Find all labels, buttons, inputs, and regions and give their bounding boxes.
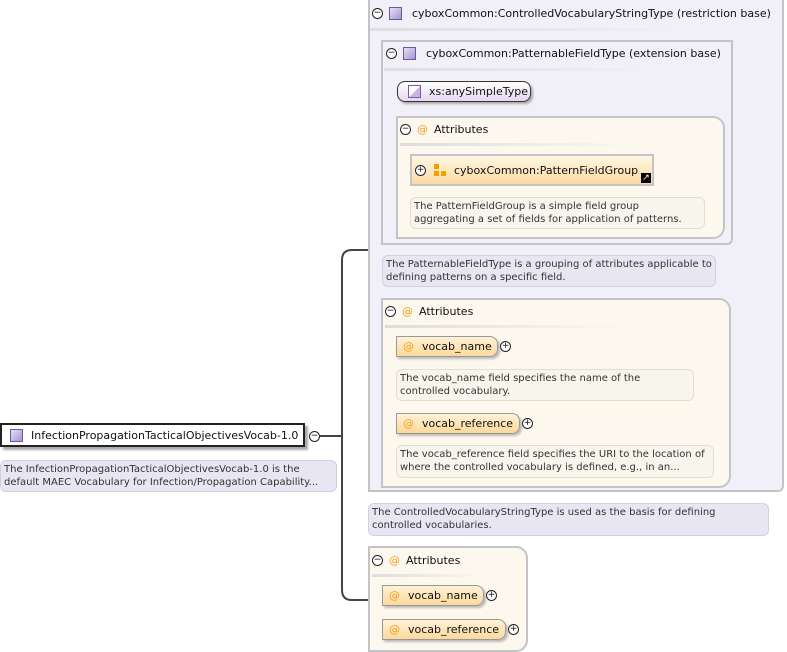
expand-icon[interactable]: + (522, 418, 533, 429)
expand-icon[interactable]: + (486, 590, 497, 601)
attributes-label: Attributes (406, 554, 461, 567)
attributes-header: − @ Attributes (400, 123, 488, 136)
attribute-doc: The vocab_name field specifies the name … (396, 369, 694, 401)
attribute-group-icon (434, 164, 446, 176)
attribute-group-name: cyboxCommon:PatternFieldGroup (454, 163, 639, 177)
root-element-name: InfectionPropagationTacticalObjectivesVo… (31, 428, 299, 442)
attribute-icon: @ (389, 554, 400, 567)
root-doc: The InfectionPropagationTacticalObjectiv… (0, 460, 337, 492)
attributes-label: Attributes (434, 123, 489, 136)
divider (385, 325, 625, 328)
attribute-vocab-name[interactable]: @ vocab_name (396, 336, 498, 357)
complex-type-icon (403, 47, 416, 60)
attribute-icon: @ (403, 340, 414, 353)
attribute-group-node[interactable]: + cyboxCommon:PatternFieldGroup ↗ (410, 154, 654, 186)
attribute-name: vocab_name (422, 340, 492, 353)
collapse-icon[interactable]: − (386, 48, 397, 59)
extension-header: − cyboxCommon:PatternableFieldType (exte… (386, 47, 721, 60)
attribute-name: vocab_reference (408, 623, 500, 636)
complex-type-icon (389, 7, 402, 20)
attribute-doc: The vocab_reference field specifies the … (396, 445, 714, 478)
attribute-icon: @ (402, 305, 413, 318)
attributes-label: Attributes (419, 305, 474, 318)
attribute-name: vocab_name (408, 589, 478, 602)
collapse-icon[interactable]: − (372, 555, 383, 566)
attribute-icon: @ (417, 123, 428, 136)
simple-type-node[interactable]: xs:anySimpleType (397, 81, 531, 102)
divider (384, 68, 644, 71)
reference-link-icon[interactable]: ↗ (641, 173, 651, 183)
divider (372, 574, 482, 577)
attribute-vocab-name[interactable]: @ vocab_name (382, 585, 484, 606)
simple-type-name: xs:anySimpleType (429, 85, 528, 98)
divider (400, 143, 630, 146)
attribute-icon: @ (403, 417, 414, 430)
restriction-header: − cyboxCommon:ControlledVocabularyString… (372, 7, 771, 20)
collapse-icon[interactable]: − (309, 431, 320, 442)
attribute-vocab-reference[interactable]: @ vocab_reference (382, 619, 506, 640)
collapse-icon[interactable]: − (372, 8, 383, 19)
attribute-icon: @ (389, 623, 400, 636)
simple-type-icon (408, 85, 421, 98)
extension-doc: The PatternableFieldType is a grouping o… (382, 255, 716, 287)
attribute-vocab-reference[interactable]: @ vocab_reference (396, 413, 520, 434)
restriction-title: cyboxCommon:ControlledVocabularyStringTy… (412, 7, 771, 20)
collapse-icon[interactable]: − (400, 124, 411, 135)
attribute-icon: @ (389, 589, 400, 602)
root-element[interactable]: InfectionPropagationTacticalObjectivesVo… (0, 423, 305, 447)
divider (370, 28, 670, 31)
attribute-group-doc: The PatternFieldGroup is a simple field … (410, 197, 705, 229)
attributes-header: − @ Attributes (385, 305, 473, 318)
expand-icon[interactable]: + (508, 624, 519, 635)
extension-title: cyboxCommon:PatternableFieldType (extens… (426, 47, 721, 60)
expand-icon[interactable]: + (500, 341, 511, 352)
expand-icon[interactable]: + (415, 164, 426, 176)
attribute-name: vocab_reference (422, 417, 514, 430)
attributes-header: − @ Attributes (372, 554, 460, 567)
restriction-doc: The ControlledVocabularyStringType is us… (368, 503, 769, 536)
collapse-icon[interactable]: − (385, 306, 396, 317)
complex-type-icon (10, 428, 23, 442)
